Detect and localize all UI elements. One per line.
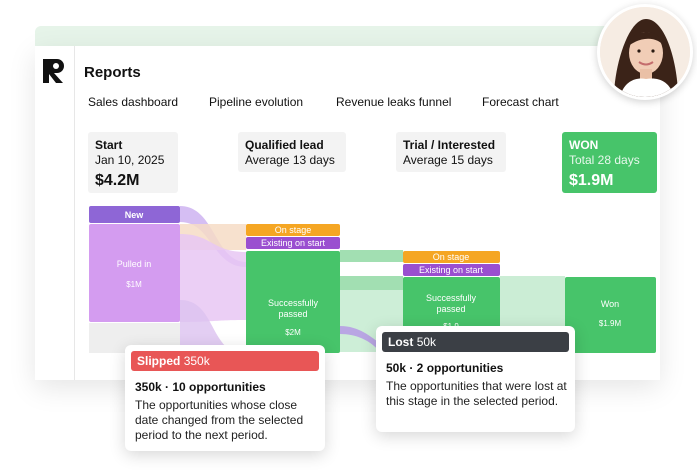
tab-forecast-chart[interactable]: Forecast chart bbox=[482, 95, 559, 109]
flow-band-lower bbox=[180, 300, 230, 350]
node-won-label: Won bbox=[601, 299, 619, 309]
user-avatar-image bbox=[600, 7, 690, 97]
node-passed-2-label-line2: passed bbox=[436, 304, 465, 314]
tooltip-lost-label: Lost bbox=[388, 335, 414, 349]
stage-card-qualified-lead[interactable]: Qualified lead Average 13 days bbox=[238, 132, 346, 172]
node-pulled-in[interactable] bbox=[89, 224, 180, 322]
node-pulled-in-value: $1M bbox=[126, 280, 142, 289]
stage-trial-title: Trial / Interested bbox=[403, 138, 496, 152]
stage-start-date: Jan 10, 2025 bbox=[95, 153, 165, 167]
tooltip-lost-text: The opportunities that were lost at this… bbox=[386, 379, 567, 408]
tooltip-slipped-value: 350k bbox=[183, 354, 210, 368]
node-passed-1-label-line2: passed bbox=[278, 309, 307, 319]
tooltip-slipped-label: Slipped bbox=[137, 354, 181, 368]
tab-revenue-leaks-funnel[interactable]: Revenue leaks funnel bbox=[336, 95, 452, 109]
flow-band-pass-1a bbox=[340, 250, 403, 262]
tooltip-lost-summary: 50k · 2 opportunities bbox=[386, 361, 504, 375]
stage-card-won[interactable]: WON Total 28 days $1.9M bbox=[562, 132, 657, 193]
tooltip-lost: Lost 50k 50k · 2 opportunities The oppor… bbox=[376, 326, 575, 432]
node-on-stage-1[interactable] bbox=[246, 224, 340, 236]
node-passed-1-value: $2M bbox=[285, 328, 301, 337]
user-avatar[interactable] bbox=[597, 4, 693, 100]
tooltip-slipped: Slipped 350k 350k · 10 opportunities The… bbox=[125, 345, 325, 451]
tooltip-lost-value: 50k bbox=[416, 335, 437, 349]
node-existing-1[interactable] bbox=[246, 237, 340, 249]
stage-start-amount: $4.2M bbox=[95, 172, 140, 189]
node-passed-2-label-line1: Successfully bbox=[426, 293, 477, 303]
brand-logo-icon[interactable] bbox=[43, 59, 67, 83]
stage-won-amount: $1.9M bbox=[569, 172, 614, 189]
node-on-stage-2[interactable] bbox=[403, 251, 500, 263]
left-rail bbox=[35, 46, 75, 380]
stage-card-start[interactable]: Start Jan 10, 2025 $4.2M bbox=[88, 132, 178, 193]
stage-card-trial-interested[interactable]: Trial / Interested Average 15 days bbox=[396, 132, 506, 172]
stage-start-title: Start bbox=[95, 138, 123, 152]
node-on-stage-1-label: On stage bbox=[275, 225, 312, 235]
tab-pipeline-evolution[interactable]: Pipeline evolution bbox=[209, 95, 304, 109]
node-new-label: New bbox=[125, 210, 145, 220]
node-won[interactable] bbox=[565, 277, 656, 353]
node-existing-1-label: Existing on start bbox=[261, 238, 326, 248]
node-on-stage-2-label: On stage bbox=[433, 252, 470, 262]
tab-sales-dashboard[interactable]: Sales dashboard bbox=[88, 95, 179, 109]
flow-band-lost bbox=[340, 326, 403, 352]
node-existing-2[interactable] bbox=[403, 264, 500, 276]
stage-trial-sub: Average 15 days bbox=[403, 153, 493, 167]
tooltip-slipped-text: The opportunities whose close date chang… bbox=[135, 398, 304, 442]
flow-band-pulled-in bbox=[180, 234, 246, 322]
node-passed-1[interactable] bbox=[246, 251, 340, 353]
stage-qualified-title: Qualified lead bbox=[245, 138, 324, 152]
tooltip-slipped-summary: 350k · 10 opportunities bbox=[135, 380, 266, 394]
stage-qualified-sub: Average 13 days bbox=[245, 153, 335, 167]
flow-band-pass-1b bbox=[340, 276, 403, 290]
tooltip-lost-header: Lost 50k bbox=[382, 332, 569, 352]
stage-won-sub: Total 28 days bbox=[569, 153, 640, 167]
tooltip-slipped-header: Slipped 350k bbox=[131, 351, 319, 371]
node-existing-2-label: Existing on start bbox=[419, 265, 484, 275]
node-new[interactable] bbox=[89, 206, 180, 223]
node-pulled-in-label: Pulled in bbox=[117, 259, 152, 269]
node-won-value: $1.9M bbox=[599, 319, 622, 328]
node-passed-1-label-line1: Successfully bbox=[268, 298, 319, 308]
stage-won-title: WON bbox=[569, 138, 599, 152]
page-title: Reports bbox=[84, 64, 141, 81]
